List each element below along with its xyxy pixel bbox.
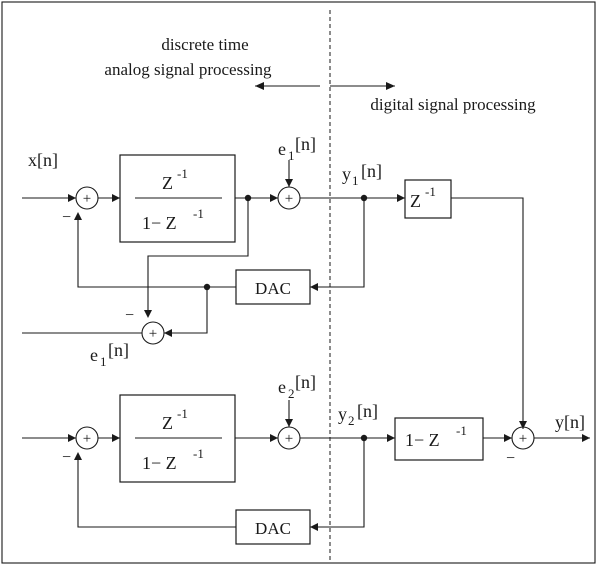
signal-label-e2: e <box>278 377 286 397</box>
minus-sign: − <box>62 209 71 226</box>
region-label-digital: digital signal processing <box>370 95 536 114</box>
svg-text:2: 2 <box>348 413 355 428</box>
arrow-right-icon <box>330 82 395 90</box>
svg-text:-1: -1 <box>425 184 436 199</box>
svg-text:[n]: [n] <box>361 161 382 181</box>
svg-text:[n]: [n] <box>108 340 129 360</box>
integrator-block-2: Z -1 1− Z -1 <box>119 394 236 483</box>
svg-text:1: 1 <box>288 148 295 163</box>
svg-text:-1: -1 <box>177 166 188 181</box>
svg-text:[n]: [n] <box>295 372 316 392</box>
dac-block-1: DAC <box>235 269 311 305</box>
svg-text:1− Z: 1− Z <box>142 213 177 233</box>
plus-sign: + <box>285 191 293 207</box>
svg-text:-1: -1 <box>193 206 204 221</box>
plus-sign: + <box>83 191 91 207</box>
signal-label-e1: e <box>278 139 286 159</box>
signal-label-e1-out: e <box>90 345 98 365</box>
svg-text:Z: Z <box>162 413 173 433</box>
summer-error-extract <box>141 321 165 345</box>
svg-text:DAC: DAC <box>255 519 291 538</box>
svg-text:-1: -1 <box>177 406 188 421</box>
dac-block-2: DAC <box>235 509 311 545</box>
svg-text:[n]: [n] <box>357 401 378 421</box>
signal-label-y2: y <box>338 404 347 424</box>
differentiator-block: 1− Z -1 <box>394 417 484 461</box>
region-label-analog-line1: discrete time <box>161 35 248 54</box>
signal-label-y: y[n] <box>555 412 585 432</box>
svg-text:-1: -1 <box>193 446 204 461</box>
plus-sign: + <box>519 431 527 447</box>
region-label-analog-line2: analog signal processing <box>104 60 272 79</box>
svg-text:Z: Z <box>162 173 173 193</box>
signal-label-x: x[n] <box>28 150 58 170</box>
svg-text:2: 2 <box>288 386 295 401</box>
plus-sign: + <box>149 326 157 342</box>
svg-text:-1: -1 <box>456 423 467 438</box>
svg-text:1− Z: 1− Z <box>405 430 440 450</box>
integrator-block-1: Z -1 1− Z -1 <box>119 154 236 243</box>
delay-block: Z -1 <box>404 179 452 219</box>
svg-text:Z: Z <box>410 191 421 211</box>
minus-sign: − <box>62 449 71 466</box>
arrow-left-icon <box>255 82 320 90</box>
plus-sign: + <box>285 431 293 447</box>
minus-sign: − <box>506 450 515 467</box>
svg-text:1: 1 <box>100 354 107 369</box>
svg-text:1: 1 <box>352 173 359 188</box>
plus-sign: + <box>83 431 91 447</box>
svg-text:1− Z: 1− Z <box>142 453 177 473</box>
minus-sign: − <box>125 307 134 324</box>
signal-label-y1: y <box>342 164 351 184</box>
svg-text:DAC: DAC <box>255 279 291 298</box>
svg-text:[n]: [n] <box>295 134 316 154</box>
